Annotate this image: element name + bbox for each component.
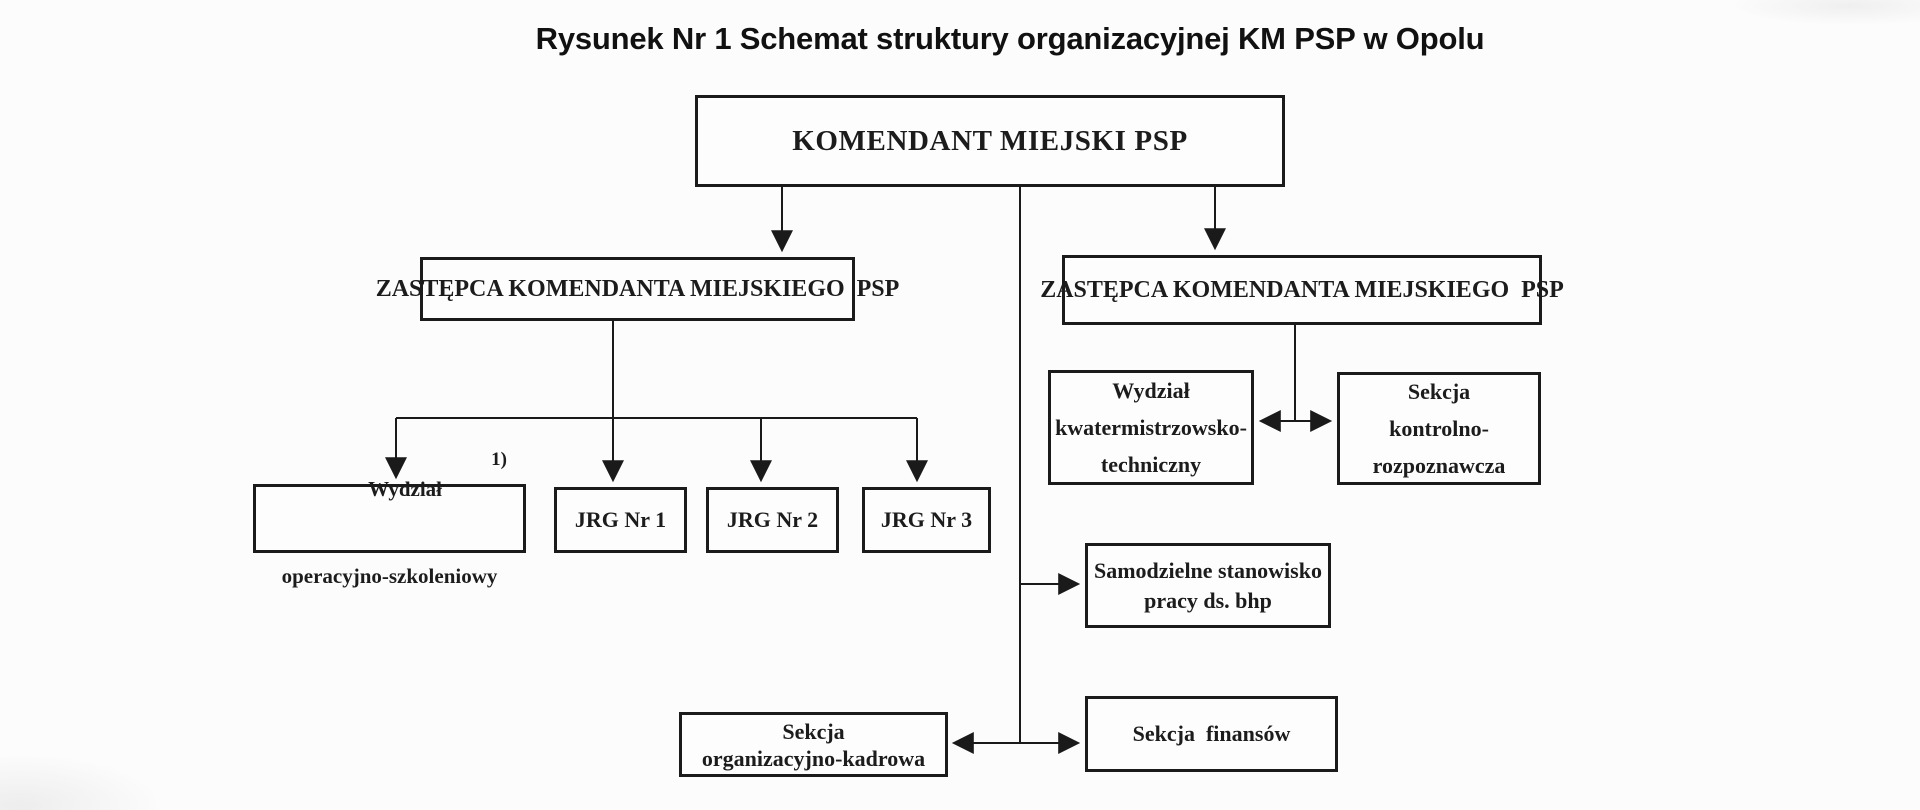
node-label-line3: rozpoznawcza xyxy=(1372,453,1506,478)
node-label: KOMENDANT MIEJSKI PSP xyxy=(792,124,1188,157)
figure-title: Rysunek Nr 1 Schemat struktury organizac… xyxy=(535,21,1485,56)
node-jrg-nr-1: JRG Nr 1 xyxy=(554,487,687,553)
node-label: ZASTĘPCA KOMENDANTA MIEJSKIEGO PSP xyxy=(375,275,900,302)
node-label: JRG Nr 2 xyxy=(726,507,819,532)
node-label: JRG Nr 1 xyxy=(574,507,667,532)
node-komendant-miejski-psp: KOMENDANT MIEJSKI PSP xyxy=(695,95,1285,187)
node-label-line2: kontrolno- xyxy=(1389,416,1489,441)
node-label-line2: operacyjno-szkoleniowy xyxy=(281,564,498,588)
node-label: JRG Nr 3 xyxy=(880,507,973,532)
node-sekcja-finansow: Sekcja finansów xyxy=(1085,696,1338,772)
node-label-line1: Sekcja xyxy=(782,718,845,744)
node-label-line1: Wydział xyxy=(1112,378,1190,403)
node-zastepca-komendanta-prawy: ZASTĘPCA KOMENDANTA MIEJSKIEGO PSP xyxy=(1040,255,1564,325)
node-label-line2: kwatermistrzowsko- xyxy=(1055,415,1247,440)
footnote-marker: 1) xyxy=(491,449,507,470)
node-wydzial-kwatermistrzowsko-techniczny: Wydział kwatermistrzowsko- techniczny xyxy=(1048,370,1254,485)
node-label-line1: Samodzielne stanowisko xyxy=(1094,557,1322,583)
node-label-line1: Wydział 1) xyxy=(256,446,523,562)
node-label-line1: Sekcja xyxy=(1407,379,1471,404)
node-label: Sekcja finansów xyxy=(1132,721,1291,746)
node-label-line3: techniczny xyxy=(1100,452,1202,477)
node-label-line2: organizacyjno-kadrowa xyxy=(701,745,926,771)
node-sekcja-organizacyjno-kadrowa: Sekcja organizacyjno-kadrowa xyxy=(679,712,948,777)
node-jrg-nr-3: JRG Nr 3 xyxy=(862,487,991,553)
node-samodzielne-stanowisko-bhp: Samodzielne stanowisko pracy ds. bhp xyxy=(1085,543,1331,628)
node-label: ZASTĘPCA KOMENDANTA MIEJSKIEGO PSP xyxy=(1040,276,1564,303)
node-jrg-nr-2: JRG Nr 2 xyxy=(706,487,839,553)
node-wydzial-operacyjno-szkoleniowy: Wydział 1) operacyjno-szkoleniowy xyxy=(253,449,526,588)
node-label-line2: pracy ds. bhp xyxy=(1144,587,1272,613)
node-sekcja-kontrolno-rozpoznawcza: Sekcja kontrolno- rozpoznawcza xyxy=(1337,372,1541,485)
node-zastepca-komendanta-lewy: ZASTĘPCA KOMENDANTA MIEJSKIEGO PSP xyxy=(376,257,899,321)
node-label-text: Wydział xyxy=(368,477,442,501)
